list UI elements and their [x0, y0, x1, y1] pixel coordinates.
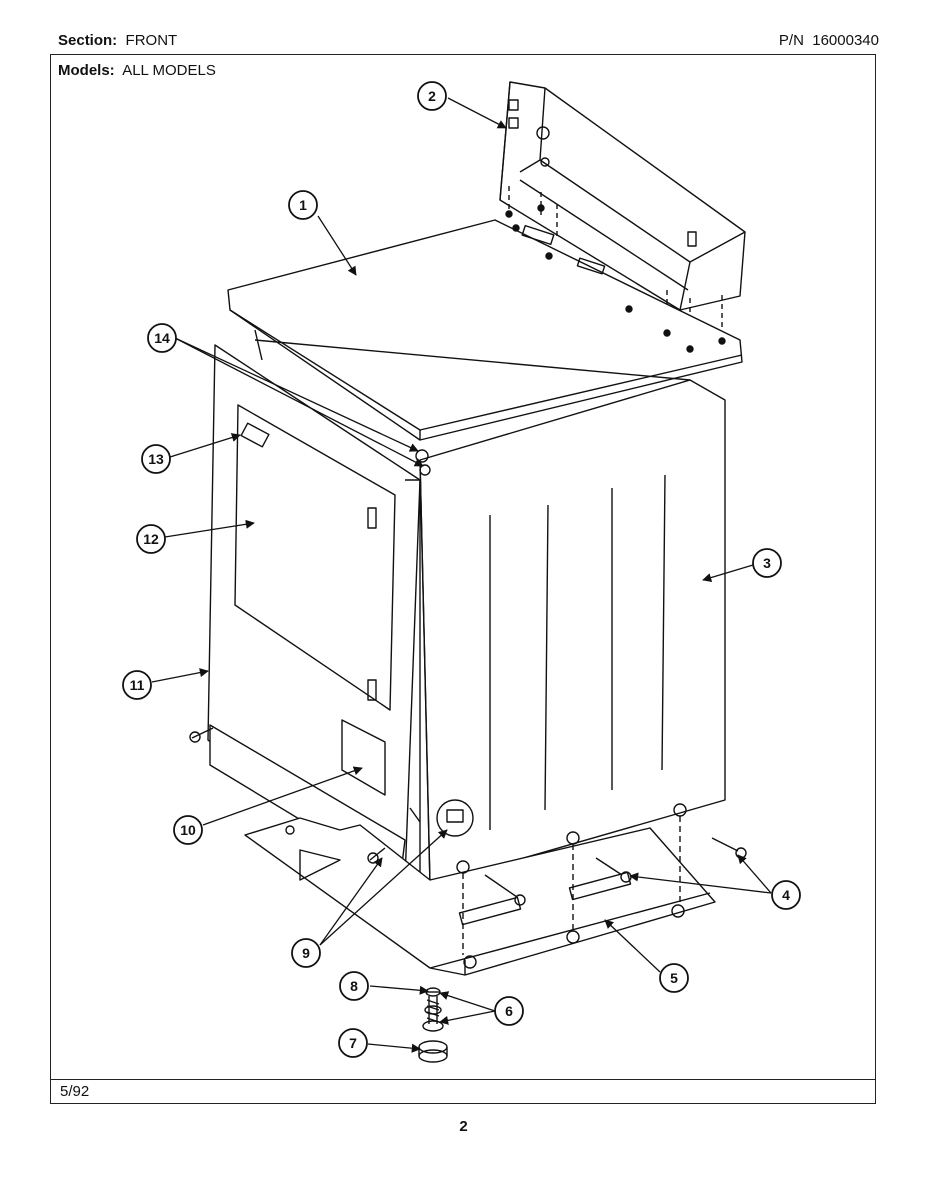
callout-circles	[122, 81, 801, 1058]
section-label: Section:	[58, 32, 118, 49]
leader-lines	[151, 97, 772, 1053]
callout-circle-7	[338, 1028, 368, 1058]
callout-circle-9	[291, 938, 321, 968]
callout-circle-3	[752, 548, 782, 578]
callout-12: 12	[143, 531, 159, 547]
callout-circle-12	[136, 524, 166, 554]
callout-circle-8	[339, 971, 369, 1001]
control-console-drawing	[499, 81, 746, 348]
section-value: FRONT	[125, 32, 178, 49]
models-label: Models:	[58, 62, 115, 79]
footer-divider	[50, 1079, 876, 1080]
cabinet-drawing	[254, 329, 726, 886]
base-drawing	[244, 803, 747, 976]
section-header: Section: FRONT	[58, 32, 177, 49]
callout-circle-5	[659, 963, 689, 993]
callout-circle-6	[494, 996, 524, 1026]
models-value: ALL MODELS	[122, 62, 216, 79]
revision-date: 5/92	[60, 1083, 90, 1100]
callout-10: 10	[180, 822, 196, 838]
callout-9: 9	[302, 945, 310, 961]
callout-6: 6	[505, 1003, 513, 1019]
callout-circle-10	[173, 815, 203, 845]
leveling-leg-drawing	[418, 987, 448, 1063]
callout-2: 2	[428, 88, 436, 104]
diagram-frame	[50, 54, 876, 1104]
callout-circle-11	[122, 670, 152, 700]
pn-value: 16000340	[812, 32, 879, 49]
callout-circle-14	[147, 323, 177, 353]
top-cover-drawing	[227, 204, 743, 441]
callout-circle-1	[288, 190, 318, 220]
page-number: 2	[459, 1118, 468, 1135]
callout-circle-4	[771, 880, 801, 910]
callout-1: 1	[299, 197, 307, 213]
callout-14: 14	[154, 330, 170, 346]
callout-circle-2	[417, 81, 447, 111]
callout-13: 13	[148, 451, 164, 467]
callout-circle-13	[141, 444, 171, 474]
part-number-header: P/N 16000340	[779, 32, 879, 49]
callout-11: 11	[130, 677, 145, 693]
callout-7: 7	[349, 1035, 357, 1051]
callout-3: 3	[763, 555, 771, 571]
callout-5: 5	[670, 970, 678, 986]
models-header: Models: ALL MODELS	[58, 62, 216, 79]
pn-label: P/N	[778, 32, 804, 49]
callout-4: 4	[782, 887, 790, 903]
callout-8: 8	[350, 978, 358, 994]
